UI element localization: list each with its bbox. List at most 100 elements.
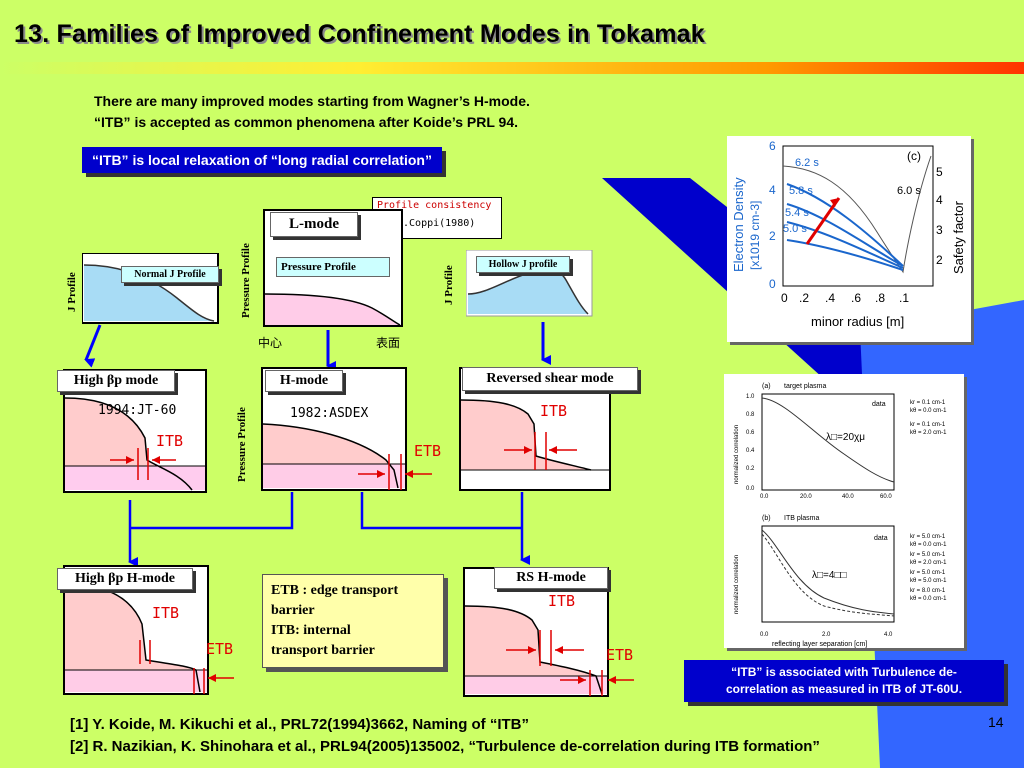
density-ylabel-1: Electron Density bbox=[731, 177, 746, 272]
legend-line-2: barrier bbox=[271, 603, 315, 618]
coppi-citation: B.Coppi(1980) bbox=[397, 218, 476, 229]
high-bp-mode-label: High βp mode bbox=[57, 370, 175, 392]
jt60-year-label: 1994:JT-60 bbox=[98, 403, 177, 418]
ytick-left-2: 2 bbox=[769, 229, 776, 243]
ytick-a-1: 0.8 bbox=[746, 412, 755, 418]
ytick-right-3: 3 bbox=[936, 223, 943, 237]
hollow-j-profile-caption: Hollow J profile bbox=[476, 256, 570, 273]
ytick-a-4: 0.2 bbox=[746, 466, 755, 472]
time-6-0: 6.0 s bbox=[897, 185, 921, 197]
reversed-shear-label: Reversed shear mode bbox=[462, 367, 638, 391]
correlation-ylabel-b: normalized correlation bbox=[734, 555, 740, 614]
title-underline bbox=[0, 62, 1024, 74]
time-5-4: 5.4 s bbox=[785, 207, 809, 219]
ytick-left-6: 6 bbox=[769, 139, 776, 153]
hmode-pressure-axis-label: Pressure Profile bbox=[236, 407, 248, 482]
density-plot-panel: (c) 6.2 s 5.8 s 5.4 s 5.0 s 6.0 s 6 4 2 … bbox=[727, 136, 971, 342]
panel-a-title: target plasma bbox=[784, 383, 827, 390]
time-5-8: 5.8 s bbox=[789, 185, 813, 197]
correlation-plot: (a) target plasma data λ□=20χμ 1.0 0.8 0… bbox=[734, 383, 947, 648]
normal-j-profile-caption: Normal J Profile bbox=[121, 266, 219, 283]
legend-b-0: kr = 5.0 cm-1 bbox=[910, 534, 946, 540]
etb-label-highbp-h: ETB bbox=[206, 640, 234, 658]
xtick-b-0: 0.0 bbox=[760, 632, 769, 638]
legend-b-3: kθ = 2.0 cm-1 bbox=[910, 560, 947, 566]
xtick-0: 0 bbox=[781, 291, 788, 305]
surface-label: 表面 bbox=[376, 336, 401, 350]
hmode-label: H-mode bbox=[265, 370, 343, 392]
reversed-shear-plot bbox=[459, 367, 611, 491]
ytick-a-5: 0.0 bbox=[746, 486, 755, 492]
lmode-label: L-mode bbox=[270, 212, 358, 237]
legend-b-2: kr = 5.0 cm-1 bbox=[910, 552, 946, 558]
correlation-plot-panel: (a) target plasma data λ□=20χμ 1.0 0.8 0… bbox=[724, 374, 964, 648]
safety-factor-ylabel: Safety factor bbox=[951, 200, 966, 274]
xtick-a-0: 0.0 bbox=[760, 494, 769, 500]
high-bp-mode-plot bbox=[63, 369, 207, 493]
density-ylabel-2: [x1019 cm-3] bbox=[748, 201, 762, 270]
density-plot: (c) 6.2 s 5.8 s 5.4 s 5.0 s 6.0 s 6 4 2 … bbox=[731, 139, 966, 329]
itb-label-highbp-h: ITB bbox=[152, 604, 180, 622]
normal-j-profile-plot bbox=[82, 253, 219, 324]
correlation-ylabel-a: normalized correlation bbox=[734, 425, 740, 484]
time-6-2: 6.2 s bbox=[795, 157, 819, 169]
ytick-a-3: 0.4 bbox=[746, 448, 755, 454]
reference-2: [2] R. Nazikian, K. Shinohara et al., PR… bbox=[70, 738, 820, 755]
itb-definition-box: “ITB” is local relaxation of “long radia… bbox=[82, 147, 442, 173]
ytick-a-2: 0.6 bbox=[746, 430, 755, 436]
legend-line-4: transport barrier bbox=[271, 643, 375, 658]
slide-title: 13. Families of Improved Confinement Mod… bbox=[14, 20, 705, 48]
legend-line-1: ETB : edge transport bbox=[271, 583, 399, 598]
center-label: 中心 bbox=[258, 336, 283, 350]
panel-a-data: data bbox=[872, 401, 886, 408]
legend-a-1: kθ = 0.0 cm-1 bbox=[910, 408, 947, 414]
itb-label-rs-h: ITB bbox=[548, 592, 576, 610]
turbulence-line-2: correlation as measured in ITB of JT-60U… bbox=[725, 682, 963, 696]
panel-b-data: data bbox=[874, 535, 888, 542]
etb-label-hmode: ETB bbox=[414, 442, 442, 460]
xtick-a-2: 40.0 bbox=[842, 494, 854, 500]
legend-a-0: kr = 0.1 cm-1 bbox=[910, 400, 946, 406]
ytick-left-0: 0 bbox=[769, 277, 776, 291]
etb-itb-legend-box: ETB : edge transport barrier ITB: intern… bbox=[262, 574, 444, 668]
legend-b-4: kr = 5.0 cm-1 bbox=[910, 570, 946, 576]
intro-line-1: There are many improved modes starting f… bbox=[94, 93, 530, 109]
profile-consistency-text: Profile consistency bbox=[377, 200, 492, 211]
xtick-3: .6 bbox=[851, 291, 861, 305]
correlation-xlabel: reflecting layer separation [cm] bbox=[772, 641, 867, 648]
xtick-5: .1 bbox=[899, 291, 909, 305]
xtick-a-1: 20.0 bbox=[800, 494, 812, 500]
density-xlabel: minor radius [m] bbox=[811, 314, 904, 329]
rs-hmode-label: RS H-mode bbox=[494, 567, 608, 589]
lambda-b: λ□=4□□ bbox=[812, 570, 847, 581]
xtick-b-2: 4.0 bbox=[884, 632, 893, 638]
xtick-4: .8 bbox=[875, 291, 885, 305]
turbulence-line-1: “ITB” is associated with Turbulence de- bbox=[731, 665, 957, 679]
rs-hmode-plot bbox=[463, 567, 634, 697]
panel-b-title: ITB plasma bbox=[784, 515, 820, 522]
legend-b-7: kθ = 0.0 cm-1 bbox=[910, 596, 947, 602]
xtick-2: .4 bbox=[825, 291, 835, 305]
intro-line-2: “ITB” is accepted as common phenomena af… bbox=[94, 114, 519, 130]
ytick-a-0: 1.0 bbox=[746, 394, 755, 400]
ytick-right-4: 4 bbox=[936, 193, 943, 207]
legend-b-6: kr = 8.0 cm-1 bbox=[910, 588, 946, 594]
lambda-a: λ□=20χμ bbox=[826, 432, 865, 443]
legend-a-2: kr = 0.1 cm-1 bbox=[910, 422, 946, 428]
xtick-b-1: 2.0 bbox=[822, 632, 831, 638]
panel-c-label: (c) bbox=[907, 149, 921, 163]
reference-1: [1] Y. Koide, M. Kikuchi et al., PRL72(1… bbox=[70, 716, 530, 733]
legend-a-3: kθ = 2.0 cm-1 bbox=[910, 430, 947, 436]
itb-label-rs: ITB bbox=[540, 402, 568, 420]
panel-a-label: (a) bbox=[762, 383, 771, 390]
xtick-1: .2 bbox=[799, 291, 809, 305]
pressure-profile-caption: Pressure Profile bbox=[276, 257, 390, 277]
asdex-year-label: 1982:ASDEX bbox=[290, 406, 369, 421]
legend-b-1: kθ = 0.0 cm-1 bbox=[910, 542, 947, 548]
ytick-left-4: 4 bbox=[769, 183, 776, 197]
page-number: 14 bbox=[988, 714, 1004, 730]
ytick-right-5: 5 bbox=[936, 165, 943, 179]
high-bp-hmode-label: High βp H-mode bbox=[57, 568, 193, 590]
xtick-a-3: 60.0 bbox=[880, 494, 892, 500]
